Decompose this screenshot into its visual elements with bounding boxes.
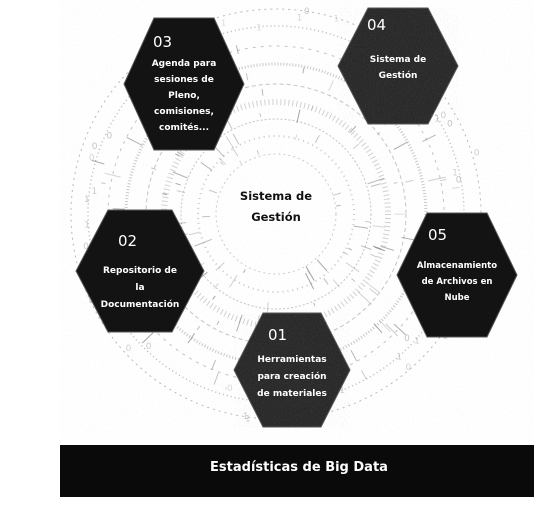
node-03-line: Pleno,: [168, 91, 200, 101]
banner-title: Estadísticas de Big Data: [210, 460, 388, 475]
node-05-line: Nube: [444, 293, 469, 303]
node-04-number: 04: [367, 16, 386, 34]
center-title-line1: Sistema de: [240, 189, 312, 203]
node-05-number: 05: [428, 226, 447, 244]
node-05-line: de Archivos en: [422, 277, 493, 287]
node-01-line: para creación: [257, 371, 326, 382]
node-05-line: Almacenamiento: [417, 261, 497, 271]
node-03-line: sesiones de: [154, 75, 214, 85]
node-01-line: de materiales: [257, 389, 327, 399]
node-04-line: Sistema de: [370, 55, 426, 65]
node-01-line: Herramientas: [257, 355, 326, 365]
node-03-line: comisiones,: [154, 107, 214, 117]
node-01-number: 01: [268, 326, 287, 344]
node-03-number: 03: [153, 33, 172, 51]
node-02-line: Repositorio de: [103, 266, 177, 276]
node-02-number: 02: [118, 232, 137, 250]
node-02-line: Documentación: [101, 299, 180, 310]
center-title-line2: Gestión: [251, 210, 301, 224]
node-04-line: Gestión: [379, 70, 418, 81]
node-02-line: la: [135, 283, 144, 293]
node-03-line: Agenda para: [152, 59, 217, 69]
node-03-line: comités...: [159, 122, 209, 133]
footer-banner: Estadísticas de Big Data: [60, 445, 534, 497]
